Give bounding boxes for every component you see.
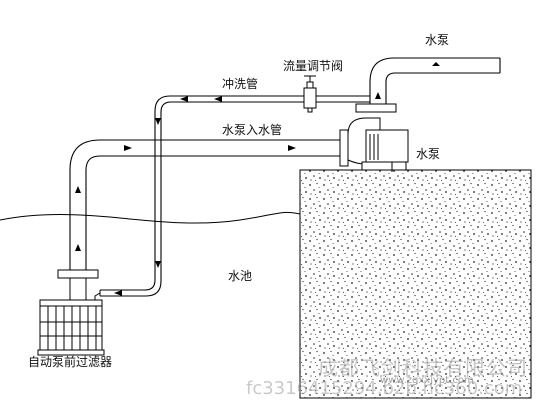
arrow-pump-up xyxy=(375,92,381,99)
label-pool: 水池 xyxy=(228,269,253,283)
pump-body xyxy=(347,103,409,172)
label-pump: 水泵 xyxy=(416,147,441,161)
arrow-inlet-1 xyxy=(288,145,296,151)
label-flush-pipe: 冲洗管 xyxy=(222,77,259,91)
watermark-code: fc3316415294.b2b.hc360.com xyxy=(246,378,523,399)
arrow-flush-down-2 xyxy=(155,261,161,268)
pump-platform xyxy=(299,169,532,399)
inlet-pipe xyxy=(69,139,340,270)
watermark-site: www.zgxxjypt.com xyxy=(380,375,474,386)
label-filter: 自动泵前过滤器 xyxy=(28,355,113,369)
arrow-inlet-up xyxy=(75,186,81,193)
label-pump-inlet: 水泵入水管 xyxy=(222,123,283,137)
arrow-outlet xyxy=(432,62,440,66)
watermark-company: 成都飞剑科技有限公司 xyxy=(318,356,528,380)
arrow-inlet-2 xyxy=(124,145,132,151)
arrow-flush-1 xyxy=(214,96,222,102)
arrow-flush-2 xyxy=(180,96,188,102)
arrow-inlet-up-2 xyxy=(75,244,81,251)
filter xyxy=(37,269,105,356)
label-pump-outlet: 水泵 xyxy=(425,33,450,47)
water-surface xyxy=(0,211,301,224)
flow-arrows xyxy=(75,62,440,296)
arrow-flush-down xyxy=(155,118,161,125)
inlet-flange xyxy=(339,129,349,167)
flow-valve xyxy=(303,75,317,113)
label-flow-valve: 流量调节阀 xyxy=(283,59,344,73)
arrow-flush-return xyxy=(114,290,122,296)
outlet-pipe xyxy=(369,57,501,104)
